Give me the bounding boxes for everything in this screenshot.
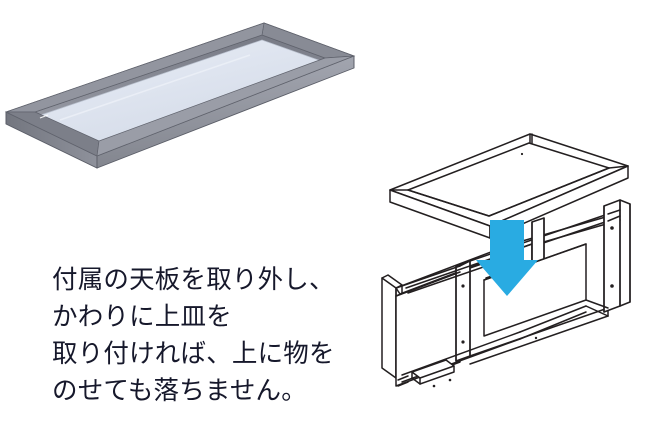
tray-shaded-illustration	[4, 22, 356, 169]
assembly-diagram	[381, 133, 631, 388]
assembly-tray-lineart	[389, 133, 629, 239]
caption-line-4: のせても落ちません。	[52, 377, 307, 405]
install-direction-arrow	[476, 220, 538, 296]
tray-rim	[4, 22, 356, 169]
caption-line-3: 取り付ければ、上に物を	[52, 340, 335, 368]
instruction-caption: 付属の天板を取り外し、 かわりに上皿を 取り付ければ、上に物を のせても落ちませ…	[52, 262, 362, 410]
assembly-frame	[381, 199, 631, 388]
caption-line-1: 付属の天板を取り外し、	[52, 266, 335, 294]
caption-line-2: かわりに上皿を	[52, 303, 232, 331]
